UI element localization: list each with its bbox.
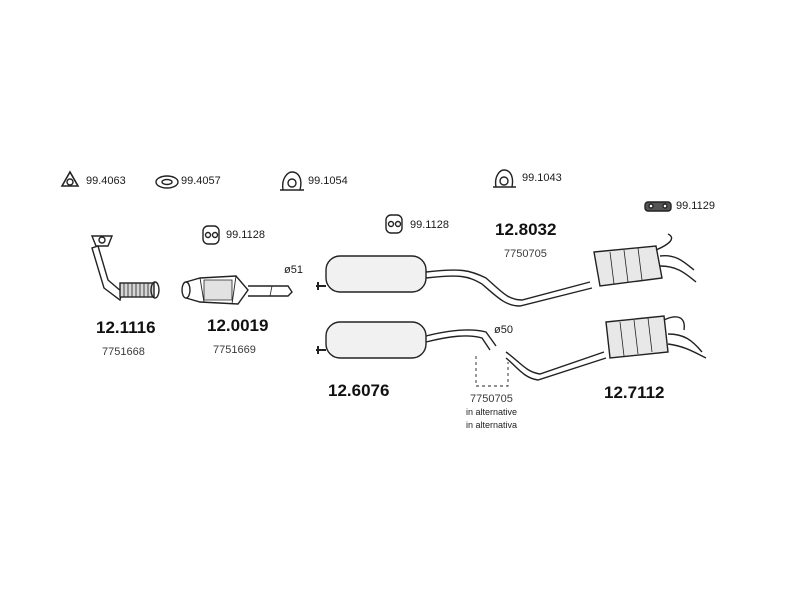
middle-silencer-drawing: [316, 321, 497, 359]
gasket-oval-icon: [155, 175, 179, 189]
catalyst-oe: 7751669: [213, 344, 256, 356]
gasket-oval-code: 99.4057: [181, 175, 221, 187]
catalyst-diameter: ø51: [284, 264, 303, 276]
clamp-a-code: 99.1054: [308, 175, 348, 187]
rear-assembly-number: 12.8032: [495, 220, 557, 239]
connector-diameter: ø50: [494, 324, 513, 336]
clamp-b-code: 99.1043: [522, 172, 562, 184]
middle-silencer-number: 12.6076: [328, 381, 390, 400]
gasket-round-icon: [60, 170, 80, 187]
connector-oe: 7750705: [470, 393, 513, 405]
rubber-mount-cat-code: 99.1128: [226, 229, 265, 241]
catalyst-number: 12.0019: [207, 316, 269, 335]
rubber-mount-icon: [385, 214, 403, 234]
rear-assembly-oe: 7750705: [504, 248, 547, 260]
clamp-icon: [280, 171, 304, 191]
rear-assembly-drawing: [316, 233, 697, 307]
alternative-connector-marker: [475, 356, 509, 387]
clamp-icon: [493, 169, 516, 188]
catalyst-drawing: [181, 275, 293, 305]
front-pipe-oe: 7751668: [102, 346, 145, 358]
connector-note-en: in alternative: [466, 407, 518, 417]
rubber-mount-mid-code: 99.1128: [410, 219, 449, 231]
rubber-mount-rear-code: 99.1129: [676, 200, 715, 212]
rubber-mount-icon: [202, 225, 220, 245]
front-pipe-number: 12.1116: [96, 318, 156, 337]
front-pipe-drawing: [90, 235, 160, 302]
rear-silencer-drawing: [505, 315, 707, 381]
rubber-mount-icon: [644, 201, 672, 212]
gasket-round-code: 99.4063: [86, 175, 126, 187]
rear-silencer-number: 12.7112: [604, 383, 665, 402]
connector-note-it: in alternativa: [466, 420, 518, 430]
